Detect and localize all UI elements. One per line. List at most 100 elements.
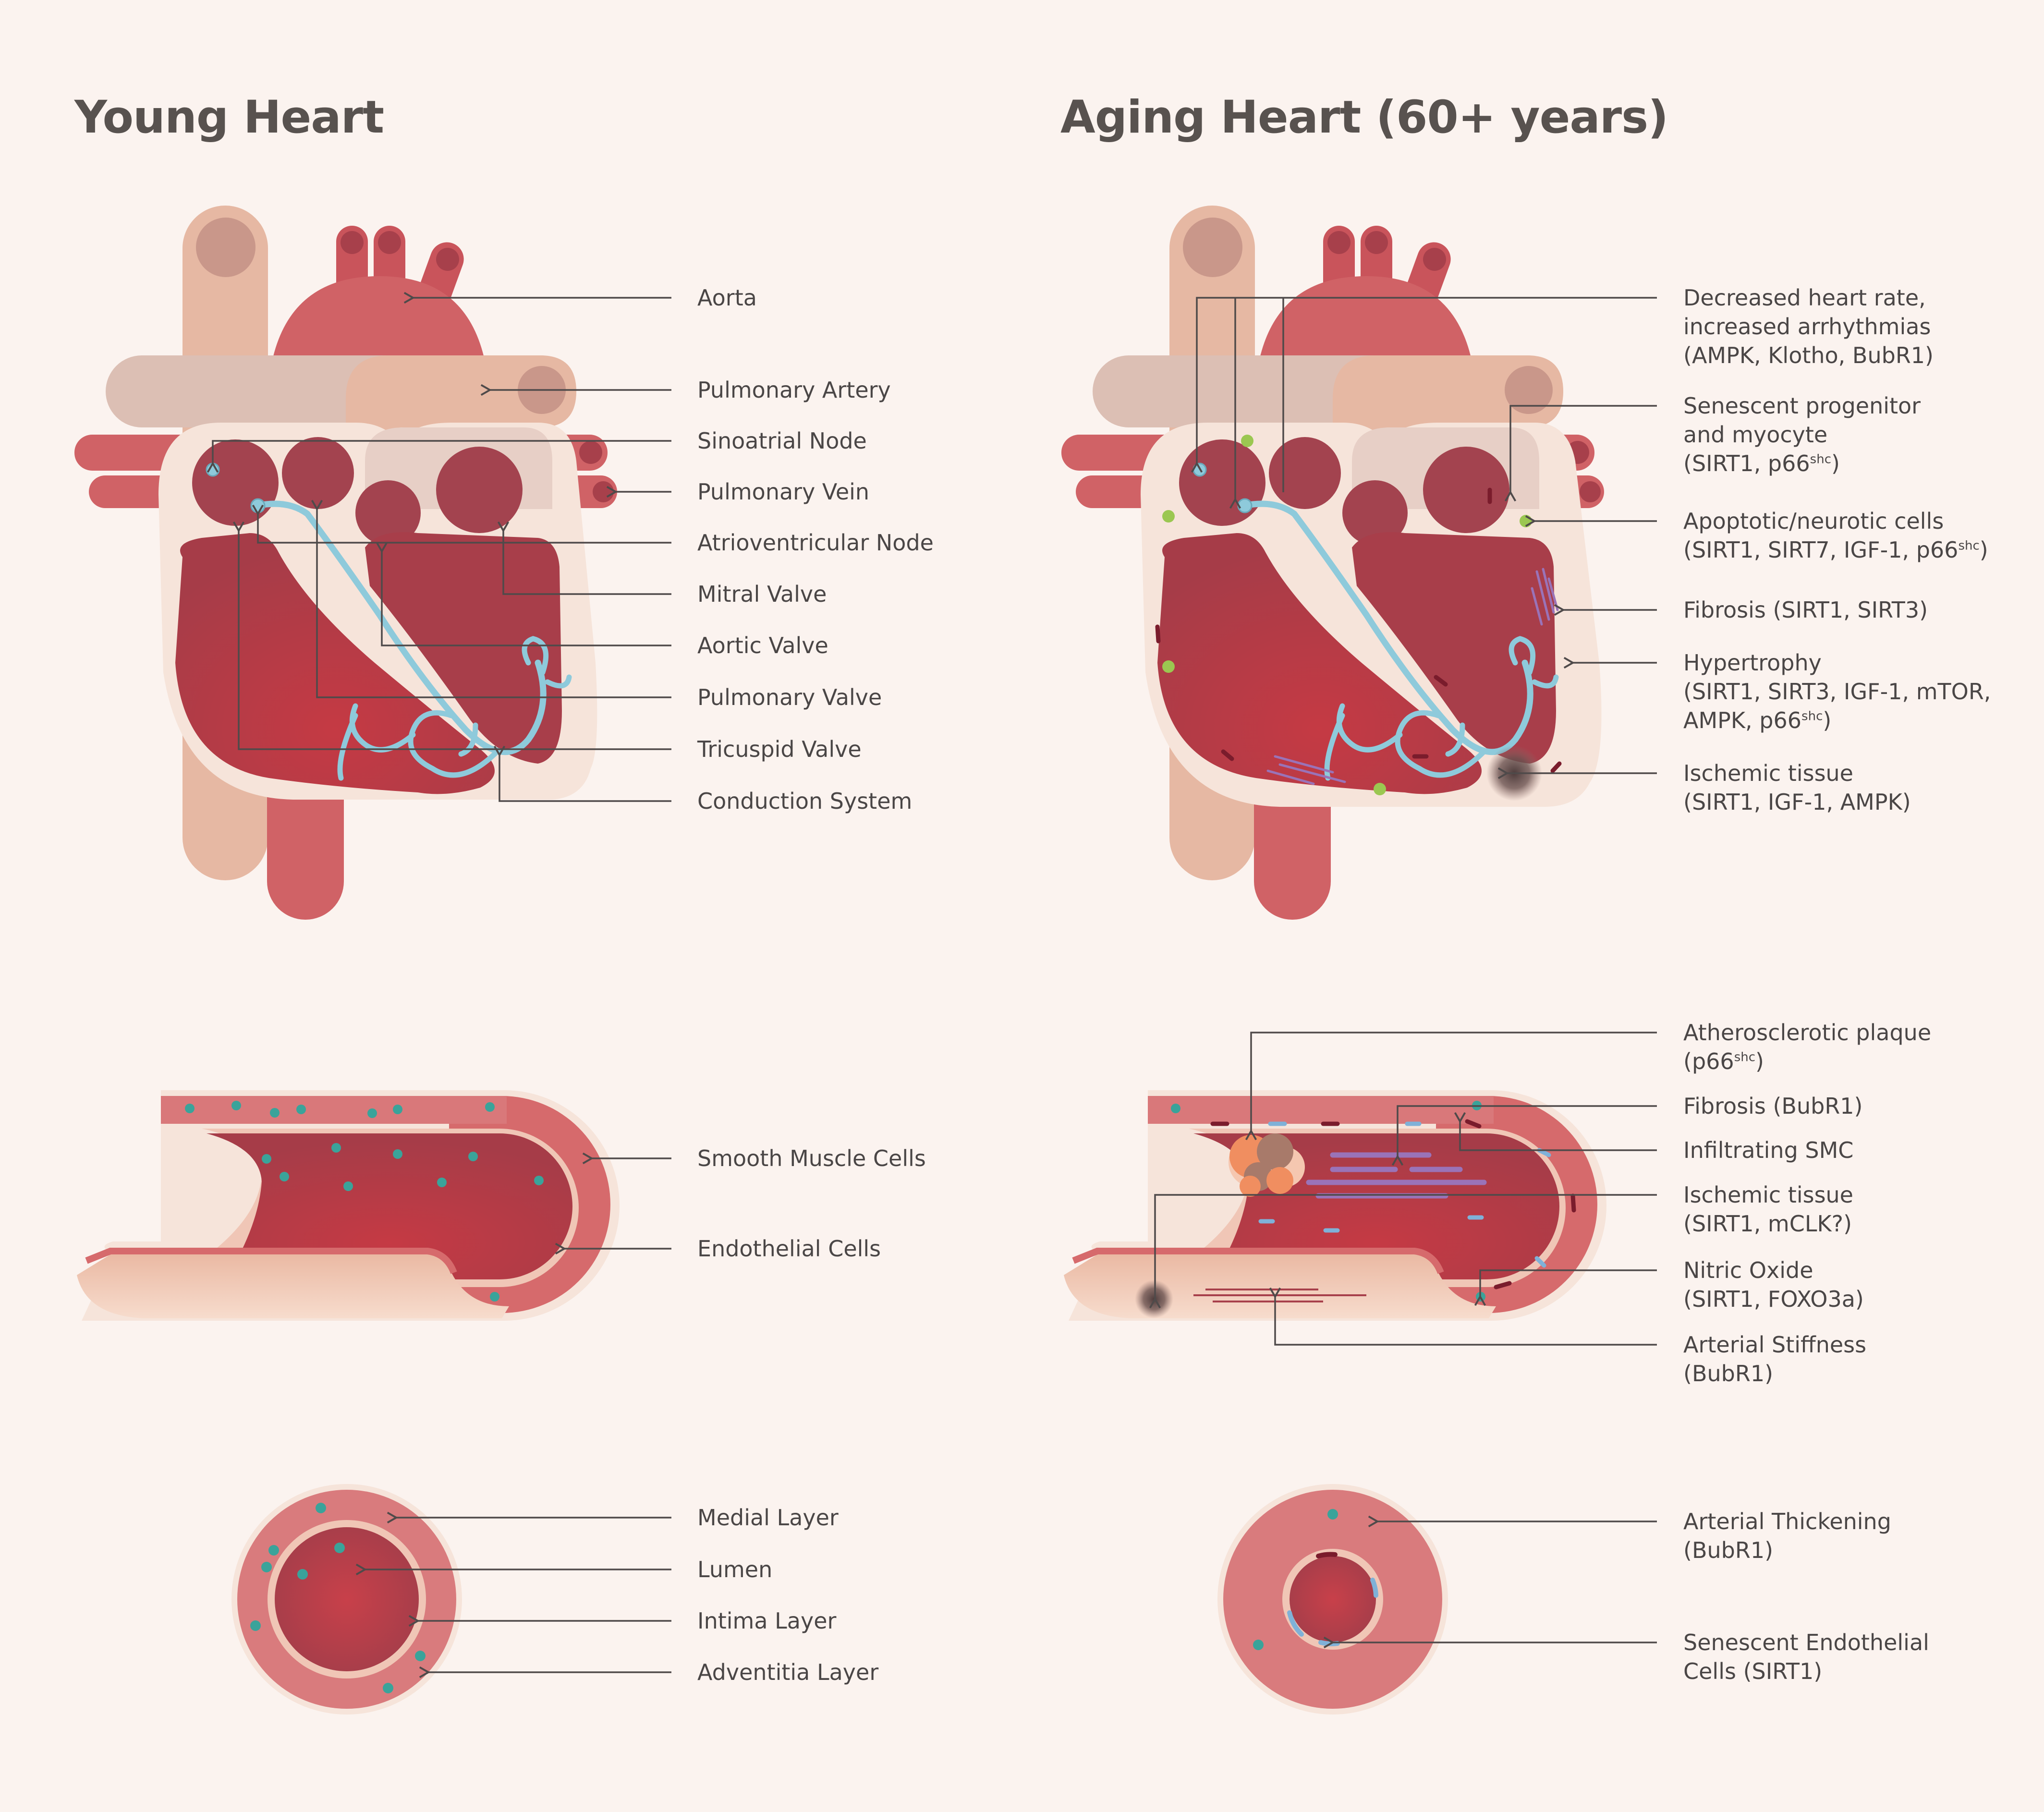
aging-aortic-branch-3-opening [1423,248,1446,271]
label-pulmonary-vein: Pulmonary Vein [697,479,870,505]
label-line: (SIRT1, FOXO3a) [1683,1285,1864,1313]
label-line: (SIRT1, SIRT7, IGF-1, p66shc) [1683,535,1988,564]
label-fibrosis-bubr1: Fibrosis (BubR1) [1683,1092,1863,1120]
label-text: Infiltrating SMC [1683,1137,1854,1163]
label-line: Ischemic tissue [1683,1180,1853,1209]
young-lumen [275,1527,419,1671]
label-fibrosis-sirt1-sirt3: Fibrosis (SIRT1, SIRT3) [1683,596,1928,624]
pulmonary-vein-opening-2 [593,481,614,502]
aortic-branch-1-opening [341,231,364,254]
label-adventitia-layer: Adventitia Layer [697,1659,879,1685]
label-text: (SIRT1, FOXO3a) [1683,1286,1864,1312]
label-endothelial-cells: Endothelial Cells [697,1236,881,1262]
aortic-branch-3-opening [436,248,459,271]
label-arterial-thickening: Arterial Thickening(BubR1) [1683,1507,1891,1565]
label-aortic-valve: Aortic Valve [697,632,828,658]
right-atrium [192,439,279,526]
label-text: Decreased heart rate, [1683,285,1926,311]
label-line: (SIRT1, SIRT3, IGF-1, mTOR, [1683,677,1991,706]
label-text: increased arrhythmias [1683,314,1931,340]
label-aorta: Aorta [697,285,757,311]
label-hypertrophy: Hypertrophy (SIRT1, SIRT3, IGF-1, mTOR,AM… [1683,648,1991,735]
label-text: Atherosclerotic plaque [1683,1020,1932,1046]
aging-cross-senescent-cell [1316,1552,1338,1558]
aortic-root [355,480,421,546]
label-smooth-muscle-cells: Smooth Muscle Cells [697,1145,926,1171]
label-text: (SIRT1, IGF-1, AMPK) [1683,789,1911,815]
senescent-cells [1155,487,1562,773]
label-text: (SIRT1, p66 [1683,450,1810,476]
pulmonary-vein-opening-1 [579,441,602,464]
right-ventricle [365,532,562,764]
aging-vessel-senescent-cells [1210,1119,1576,1289]
label-line: (BubR1) [1683,1536,1891,1565]
atherosclerotic-plaque [1229,1133,1305,1197]
label-nitric-oxide: Nitric Oxide (SIRT1, FOXO3a) [1683,1256,1864,1313]
label-line: Senescent Endothelial [1683,1628,1929,1657]
aging-aortic-branch-2-opening [1365,231,1388,254]
label-line: (SIRT1, IGF-1, AMPK) [1683,788,1911,816]
conduction-bundle [254,500,547,755]
label-arterial-stiffness: Arterial Stiffness(BubR1) [1683,1330,1866,1388]
nitric-oxide-markers [1258,1121,1551,1268]
vessel-ischemic-tissue [1135,1280,1173,1318]
label-ischemic-tissue: Ischemic tissue(SIRT1, mCLK?) [1683,1180,1853,1238]
aging-purkinje-fibers [1324,636,1559,781]
label-text: (BubR1) [1683,1537,1774,1563]
label-text: Hypertrophy [1683,650,1822,676]
label-text: Ischemic tissue [1683,760,1853,786]
label-ischemic-tissue: Ischemic tissue (SIRT1, IGF-1, AMPK) [1683,759,1911,816]
aging-aortic-branch-1-opening [1327,231,1350,254]
label-line: Arterial Thickening [1683,1507,1891,1536]
label-line: increased arrhythmias [1683,312,1934,341]
label-intima-layer: Intima Layer [697,1608,837,1634]
label-line: (p66shc) [1683,1047,1931,1076]
vessel-top-wall [161,1096,507,1124]
label-line: Senescent progenitor [1683,391,1921,420]
label-line: and myocyte [1683,420,1921,449]
label-line: (SIRT1, p66shc) [1683,449,1921,478]
vessel-bottom-wall [77,1254,509,1318]
label-text: ) [1979,537,1988,563]
aging-vessel-illustration [1064,1090,1606,1321]
infiltrating-smc [1306,1152,1487,1199]
aging-aortic-root [1342,480,1408,546]
aging-right-atrium [1179,439,1265,526]
label-apoptotic-neurotic-cells: Apoptotic/neurotic cells(SIRT1, SIRT7, I… [1683,507,1988,564]
aging-heart-title: Aging Heart (60+ years) [1060,91,1668,144]
aging-vessel-top-wall [1148,1096,1494,1124]
av-node-marker [250,498,266,513]
aging-right-ventricle [1352,532,1556,764]
young-heart-title: Young Heart [74,91,384,144]
label-line: Decreased heart rate, [1683,283,1934,312]
label-line: Infiltrating SMC [1683,1136,1853,1165]
aging-vena-cava-opening [1183,218,1242,277]
label-pulmonary-valve: Pulmonary Valve [697,684,882,710]
label-line: (SIRT1, mCLK?) [1683,1209,1853,1238]
label-line: AMPK, p66shc) [1683,706,1991,735]
label-text: Cells (SIRT1) [1683,1658,1823,1684]
aging-vessel-bottom-edge [1072,1248,1444,1274]
label-text: (SIRT1, SIRT3, IGF-1, mTOR, [1683,679,1991,705]
vena-cava-opening [196,218,256,277]
label-sinoatrial-node: Sinoatrial Node [697,428,867,454]
label-line: Apoptotic/neurotic cells [1683,507,1988,535]
label-text: Fibrosis (SIRT1, SIRT3) [1683,597,1928,623]
fibrosis-streaks [1266,568,1559,785]
label-text: (p66 [1683,1048,1734,1074]
label-line: Nitric Oxide [1683,1256,1864,1285]
label-line: Atherosclerotic plaque [1683,1018,1931,1047]
aging-pulmonary-artery-opening [1505,366,1553,414]
label-text: Nitric Oxide [1683,1257,1813,1283]
label-infiltrating-smc: Infiltrating SMC [1683,1136,1853,1165]
young-vessel-illustration [77,1090,620,1321]
label-text: (SIRT1, mCLK?) [1683,1211,1852,1237]
label-line: (AMPK, Klotho, BubR1) [1683,341,1934,370]
aging-av-node-marker [1237,498,1253,513]
label-text: ) [1823,707,1832,733]
purkinje-fibers [337,636,572,781]
label-tricuspid-valve: Tricuspid Valve [697,736,862,762]
